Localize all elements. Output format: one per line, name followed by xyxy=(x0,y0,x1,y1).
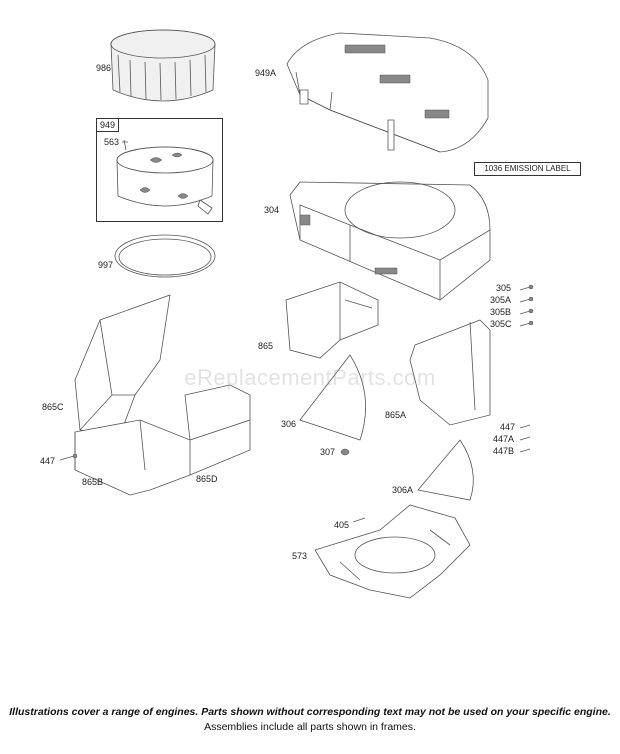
part-label-573: 573 xyxy=(292,551,308,561)
part-label-306: 306 xyxy=(281,419,297,429)
blower-housing-drawing xyxy=(289,181,491,301)
assembly-frame-949: 949 xyxy=(96,118,223,222)
part-label-306a: 306A xyxy=(392,485,414,495)
part-label-447b: 447B xyxy=(493,446,515,456)
footer-disclaimer: Illustrations cover a range of engines. … xyxy=(9,706,611,718)
part-label-305a: 305A xyxy=(490,295,512,305)
seal-ring-drawing xyxy=(114,234,216,278)
part-label-949: 949 xyxy=(96,118,120,132)
part-label-307: 307 xyxy=(320,447,336,457)
fastener-set-drawing xyxy=(59,284,534,523)
part-label-997: 997 xyxy=(98,260,114,270)
shield-306-drawing xyxy=(299,354,366,441)
shroud-865-drawing xyxy=(285,281,379,359)
part-label-986: 986 xyxy=(96,63,112,73)
part-label-563: 563 xyxy=(104,137,120,147)
air-filter-element-drawing xyxy=(110,29,216,102)
pre-cleaner-drawing xyxy=(116,139,214,215)
parts-diagram xyxy=(59,29,534,599)
base-plate-573-drawing xyxy=(314,504,471,599)
part-label-305: 305 xyxy=(496,283,512,293)
emission-label-box: 1036 EMISSION LABEL xyxy=(474,162,581,176)
part-label-305b: 305B xyxy=(490,307,512,317)
part-label-865d: 865D xyxy=(196,474,218,484)
part-label-405: 405 xyxy=(334,520,350,530)
part-label-949a: 949A xyxy=(255,68,277,78)
shield-306a-drawing xyxy=(417,439,474,501)
part-label-865a: 865A xyxy=(385,410,407,420)
part-label-865b: 865B xyxy=(82,477,104,487)
part-label-447: 447 xyxy=(500,422,516,432)
baffle-865c-drawing xyxy=(74,294,171,436)
baffle-865b-865d-drawing xyxy=(74,384,251,496)
part-label-865: 865 xyxy=(258,341,274,351)
part-label-447-left: 447 xyxy=(40,456,56,466)
footer-note: Assemblies include all parts shown in fr… xyxy=(204,721,416,733)
screw-307-drawing xyxy=(340,448,350,456)
air-cleaner-cover-drawing xyxy=(286,32,489,153)
part-label-305c: 305C xyxy=(490,319,512,329)
part-label-304: 304 xyxy=(264,205,280,215)
part-label-865c: 865C xyxy=(42,402,64,412)
shroud-865a-drawing xyxy=(409,319,491,426)
part-label-447a: 447A xyxy=(493,434,515,444)
